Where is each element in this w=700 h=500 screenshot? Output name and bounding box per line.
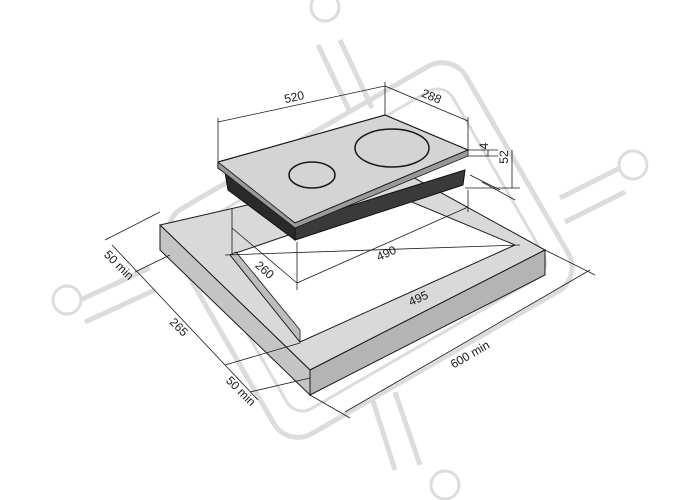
leader-line [481,181,516,201]
dim-line-left-side [111,244,259,401]
dim-label-total-height: 52 [497,150,511,164]
dim-label-cutout-width: 490 [374,243,398,264]
watermark-line [83,287,157,325]
watermark-circle [429,469,461,500]
watermark-circle [51,284,83,316]
countertop-front-face [309,249,546,396]
watermark-line [315,43,353,114]
ext-line [104,211,161,241]
watermark-line [337,38,375,110]
watermark-line [558,165,622,201]
ext-line [134,254,171,273]
watermark [51,0,649,500]
dim-label-hob-width: 520 [283,88,306,106]
ext-line [249,377,311,393]
dim-label-counter-depth: 265 [167,315,191,339]
hob-body-front-side [294,169,466,241]
dim-line-counter-width [344,269,591,413]
dimension-lines [104,82,596,419]
dim-line-counter-span [224,244,521,256]
watermark-line [563,189,627,225]
watermark-circle [617,149,649,181]
cooking-zone-large [354,128,430,168]
ext-line [309,394,351,419]
watermark-line [369,397,398,471]
dim-line-cutout-width [296,206,469,284]
watermark-line [392,391,423,466]
dim-label-glass-thickness: 4 [477,142,491,149]
dim-line-hob-width [217,85,386,123]
watermark-circle [309,0,341,23]
leader-line [469,174,501,191]
cutout-inner-wall [229,251,301,344]
ext-line [544,249,596,276]
ext-line [224,342,301,366]
dim-line-hob-depth [384,85,469,122]
dim-line-cutout-depth [231,227,298,284]
cooking-zone-small [288,161,336,189]
